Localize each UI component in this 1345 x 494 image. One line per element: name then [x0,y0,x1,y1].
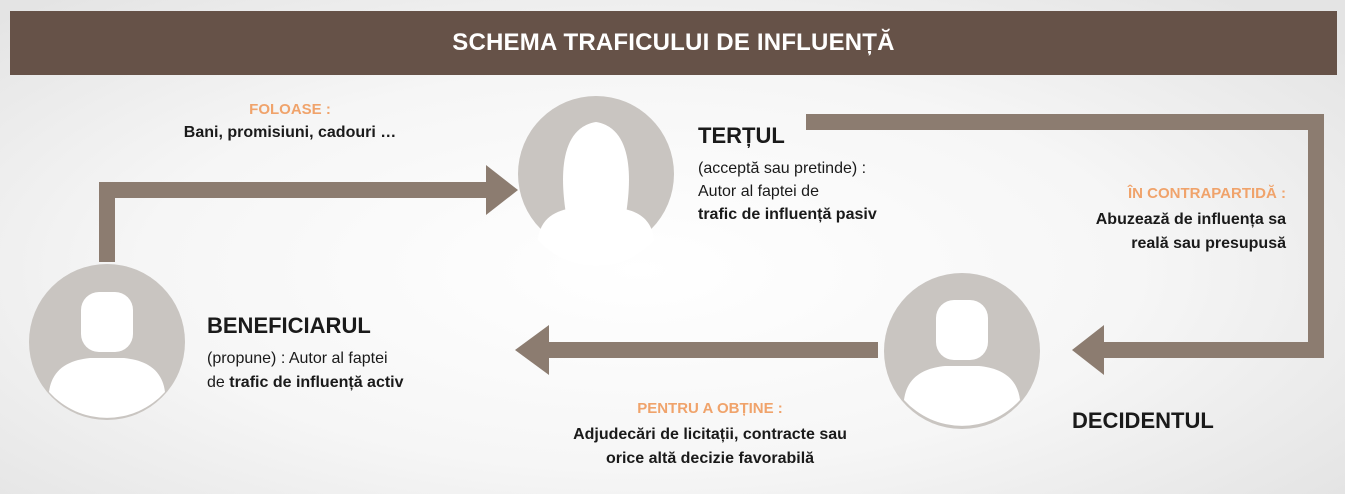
decidentul-avatar-icon [884,273,1040,429]
arrow-tert-to-decident [806,114,1324,375]
flow-contrapartida-line1: Abuzează de influența sa [1095,211,1286,228]
flow-contrapartida: ÎN CONTRAPARTIDĂ : Abuzează de influența… [960,185,1286,256]
tertul-line2: Autor al faptei de [698,183,819,200]
beneficiarul-line2: de trafic de influență activ [207,371,527,395]
flow-pentru-label: PENTRU A OBȚINE : [637,400,783,417]
flow-foloase-label: FOLOASE : [249,101,331,118]
flow-foloase-text: Bani, promisiuni, cadouri … [183,124,397,141]
decidentul-name: DECIDENTUL [1072,408,1214,433]
flow-pentru: PENTRU A OBȚINE : Adjudecări de licitați… [505,400,915,471]
node-beneficiarul: BENEFICIARUL (propune) : Autor al faptei… [207,313,527,395]
tertul-avatar-icon [518,96,674,266]
beneficiarul-line2-bold: trafic de influență activ [229,374,404,391]
flow-foloase: FOLOASE : Bani, promisiuni, cadouri … [100,101,480,142]
flow-contrapartida-line2: reală sau presupusă [1131,235,1286,252]
flow-pentru-line2: orice altă decizie favorabilă [605,450,815,467]
arrow-beneficiar-to-tert [99,165,518,262]
beneficiarul-name: BENEFICIARUL [207,313,371,338]
tertul-line3: trafic de influență pasiv [698,206,877,223]
beneficiarul-line2-prefix: de [207,374,230,391]
node-decidentul: DECIDENTUL [1072,408,1214,434]
diagram-title-bar: SCHEMA TRAFICULUI DE INFLUENȚĂ [10,11,1337,75]
flow-pentru-line1: Adjudecări de licitații, contracte sau [573,426,847,443]
tertul-line1: (acceptă sau pretinde) : [698,160,867,177]
beneficiarul-avatar-icon [29,264,185,420]
flow-contrapartida-label: ÎN CONTRAPARTIDĂ : [1127,185,1286,202]
diagram-title: SCHEMA TRAFICULUI DE INFLUENȚĂ [452,29,895,56]
beneficiarul-line1: (propune) : Autor al faptei [207,350,388,367]
arrow-decident-to-beneficiar [515,325,878,375]
tertul-name: TERȚUL [698,123,785,148]
node-tertul: TERȚUL (acceptă sau pretinde) : Autor al… [698,123,998,226]
